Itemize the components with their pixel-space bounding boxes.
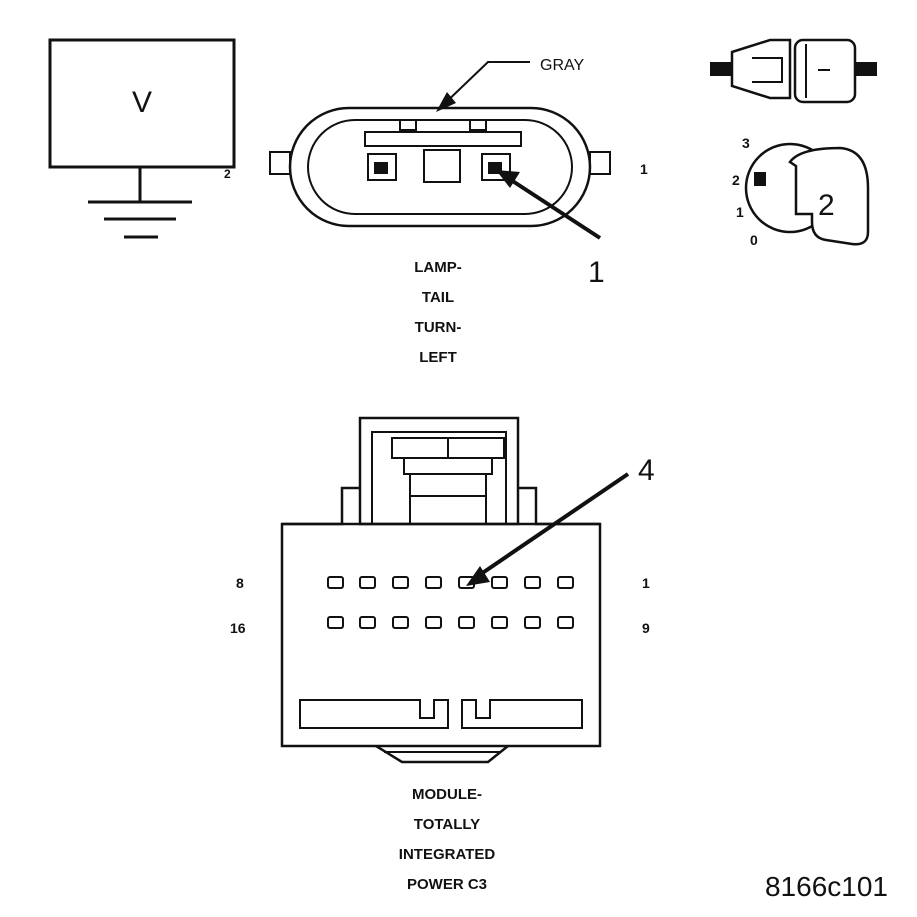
module-callout-arrowhead — [466, 566, 490, 586]
module-cavity — [491, 576, 508, 589]
module-cavity — [425, 576, 442, 589]
lamp-cavity-left — [367, 153, 397, 181]
module-callout-number: 4 — [638, 454, 655, 487]
lamp-pin-number: 1 — [640, 161, 648, 177]
module-pin-label-1: 1 — [642, 575, 650, 591]
module-latch-middle — [403, 457, 493, 475]
ignition-position-1: 1 — [736, 204, 744, 220]
lamp-connector: GRAY 1 1 LAMP- TAIL TURN- LEFT — [269, 57, 648, 366]
module-cavity-row-1 — [327, 576, 574, 589]
ignition-position-2: 2 — [732, 172, 740, 188]
module-pin-label-16: 16 — [230, 620, 246, 636]
wire-color-leader — [439, 61, 530, 109]
ignition-key — [788, 146, 870, 246]
ignition-position-marker — [754, 172, 766, 186]
lamp-connector-inner-shell — [307, 119, 573, 215]
module-cavity-row-2 — [327, 616, 574, 629]
meter-box — [48, 38, 236, 169]
module-title-line-3: INTEGRATED — [399, 846, 496, 863]
lamp-title-line-2: TAIL — [422, 289, 454, 306]
lamp-latch-left — [399, 119, 417, 131]
module-title-line-4: POWER C3 — [407, 876, 487, 893]
module-callout-arrow — [476, 472, 630, 578]
module-pin-label-9: 9 — [642, 620, 650, 636]
module-bottom-key-right — [461, 699, 583, 729]
probe-plug-slot — [752, 57, 783, 83]
lamp-callout-arrow — [506, 176, 602, 240]
module-connector: 8 1 16 9 4 MODULE- TOTALLY INTEGRATED PO… — [230, 416, 655, 893]
module-left-shoulder — [282, 486, 360, 526]
module-title-line-1: MODULE- — [412, 786, 482, 803]
lamp-title-line-3: TURN- — [415, 319, 462, 336]
module-bottom-key-left — [299, 699, 449, 729]
lamp-callout-arrowhead — [496, 170, 520, 188]
module-cavity — [425, 616, 442, 629]
meter-terminal-label: 2 — [224, 167, 231, 181]
probe-lead-right — [855, 62, 877, 76]
figure-id: 8166c101 — [765, 871, 888, 902]
lamp-cavity-right — [481, 153, 511, 181]
ignition-position-0: 0 — [750, 232, 758, 248]
ignition-selected-position: 2 — [818, 189, 835, 222]
module-cavity — [392, 576, 409, 589]
module-cavity — [327, 576, 344, 589]
lamp-connector-left-ear — [269, 151, 291, 175]
module-connector-body — [280, 522, 602, 748]
module-cavity — [392, 616, 409, 629]
module-cavity — [359, 576, 376, 589]
probe-lead-left — [710, 62, 732, 76]
module-cavity — [524, 616, 541, 629]
module-cavity — [359, 616, 376, 629]
module-latch-housing — [358, 416, 520, 526]
lamp-cavity-center — [423, 149, 461, 183]
ignition-position-3: 3 — [742, 135, 750, 151]
module-latch-lever — [409, 473, 487, 525]
lamp-latch-right — [469, 119, 487, 131]
module-cavity — [524, 576, 541, 589]
ignition-switch-icon: 3 2 1 0 2 — [732, 135, 870, 248]
module-cavity — [557, 616, 574, 629]
lamp-title-line-4: LEFT — [419, 349, 457, 366]
lamp-connector-right-ear — [589, 151, 611, 175]
module-cavity — [327, 616, 344, 629]
module-pin-label-8: 8 — [236, 575, 244, 591]
lamp-callout-number: 1 — [588, 256, 605, 289]
meter-symbol-label: V — [132, 86, 152, 119]
lamp-connector-shell — [288, 106, 592, 228]
module-cavity — [557, 576, 574, 589]
lamp-terminal-left — [374, 162, 388, 174]
probe-plug-left — [730, 38, 792, 100]
voltmeter-symbol: V 2 — [48, 38, 236, 239]
module-title-line-2: TOTALLY — [414, 816, 480, 833]
module-cavity — [458, 616, 475, 629]
module-cavity — [491, 616, 508, 629]
lamp-connector-key-bar — [364, 131, 522, 147]
lamp-title-line-1: LAMP- — [414, 259, 462, 276]
wire-color-label: GRAY — [540, 57, 584, 74]
module-bottom-tab — [375, 744, 509, 764]
backprobe-connector-icon — [710, 38, 877, 104]
